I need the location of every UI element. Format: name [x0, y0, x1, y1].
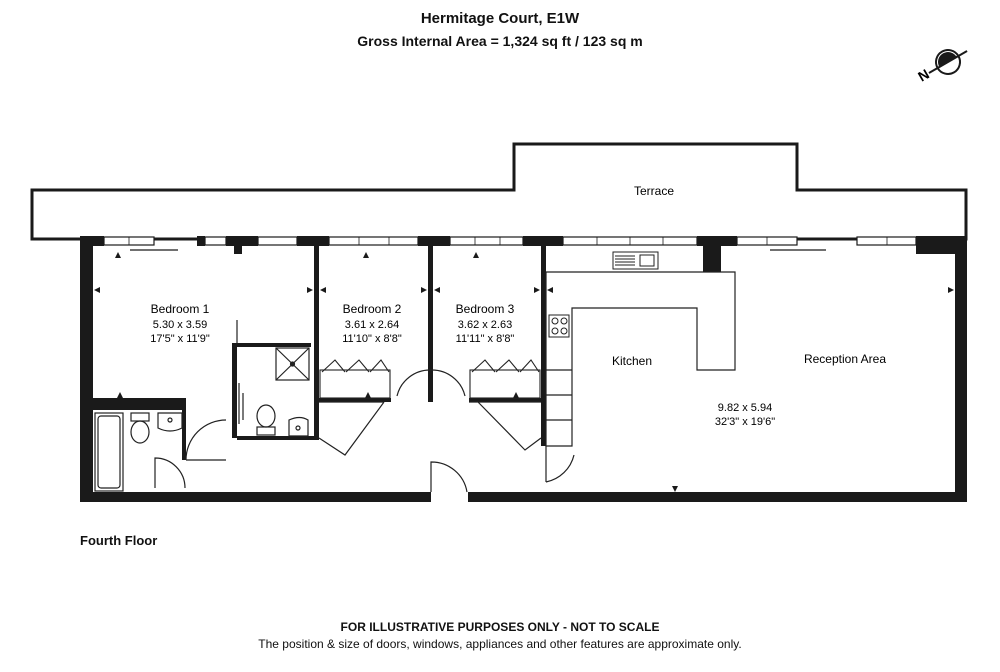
gross-internal-area: Gross Internal Area = 1,324 sq ft / 123 … — [357, 33, 643, 49]
wardrobe-bedroom-3 — [469, 359, 541, 399]
hob-icon — [548, 314, 570, 338]
reception-imperial: 32'3" x 19'6" — [715, 416, 775, 428]
terrace-label: Terrace — [634, 184, 674, 198]
ensuite-sliding-door — [238, 383, 244, 424]
ensuite-basin-icon — [288, 416, 309, 437]
bedroom-3-metric: 3.62 x 2.63 — [458, 319, 512, 331]
bedroom-1-metric: 5.30 x 3.59 — [153, 319, 207, 331]
bedroom-2-metric: 3.61 x 2.64 — [345, 319, 399, 331]
bedroom-1-name: Bedroom 1 — [151, 302, 210, 316]
outer-walls — [80, 236, 967, 502]
sink-icon — [612, 251, 659, 270]
window-mullions — [128, 237, 888, 245]
kitchen-label: Kitchen — [612, 354, 652, 368]
bedroom-3-imperial: 11'11" x 8'8" — [456, 333, 515, 345]
north-label: N — [915, 66, 932, 85]
shower-icon — [275, 347, 310, 381]
terrace-outline — [30, 142, 968, 241]
disclaimer-text: The position & size of doors, windows, a… — [258, 637, 742, 651]
wardrobe-bedroom-2 — [319, 359, 391, 399]
kitchen-counters — [545, 271, 736, 447]
bedroom-3-name: Bedroom 3 — [456, 302, 515, 316]
ensuite-wc-icon — [256, 404, 276, 436]
internal-walls — [93, 246, 546, 460]
windows — [103, 236, 917, 246]
plan-title: Hermitage Court, E1W — [420, 10, 580, 27]
basin-icon — [157, 412, 183, 432]
disclaimer-heading: FOR ILLUSTRATIVE PURPOSES ONLY - NOT TO … — [340, 620, 660, 634]
floor-label: Fourth Floor — [80, 533, 158, 548]
wc-icon — [130, 412, 150, 444]
door-swings — [154, 369, 575, 493]
bedroom-1-imperial: 17'5" x 11'9" — [150, 333, 210, 345]
bedroom-2-name: Bedroom 2 — [343, 302, 402, 316]
bath-icon — [94, 412, 124, 492]
direction-markers — [94, 252, 954, 492]
reception-label: Reception Area — [804, 352, 886, 366]
reception-metric: 9.82 x 5.94 — [718, 402, 772, 414]
bedroom-2-imperial: 11'10" x 8'8" — [342, 333, 402, 345]
north-arrow-icon — [928, 49, 968, 75]
